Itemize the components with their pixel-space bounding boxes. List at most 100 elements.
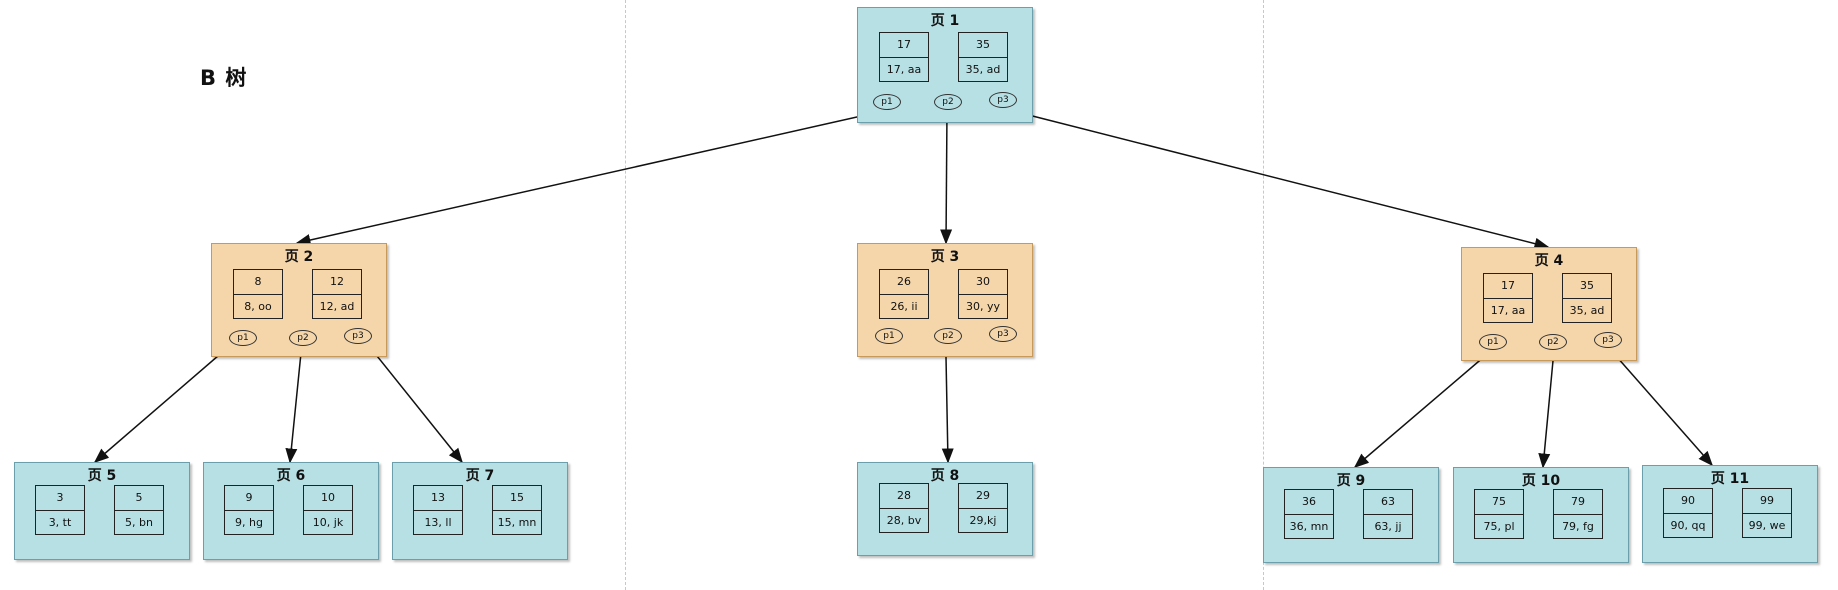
page-11: 页 11 90 90, qq 99 99, we	[1642, 465, 1818, 563]
page-3: 页 3 26 26, ii 30 30, yy p1 p2 p3	[857, 243, 1033, 357]
key-value: 17	[880, 33, 928, 58]
page-5: 页 5 3 3, tt 5 5, bn	[14, 462, 190, 560]
key-cell: 3 3, tt	[35, 485, 85, 535]
key-value: 9	[225, 486, 273, 511]
key-cell: 63 63, jj	[1363, 489, 1413, 539]
pointer-p1: p1	[873, 94, 901, 110]
key-cell: 5 5, bn	[114, 485, 164, 535]
key-value: 35	[959, 33, 1007, 58]
record-value: 29,kj	[969, 514, 997, 527]
key-value: 36	[1285, 490, 1333, 515]
key-cell: 8 8, oo	[233, 269, 283, 319]
key-value: 26	[880, 270, 928, 295]
pointer-p2: p2	[934, 94, 962, 110]
pointer-p1: p1	[875, 328, 903, 344]
key-cell: 15 15, mn	[492, 485, 542, 535]
edge-page4-to-page11	[1608, 347, 1713, 467]
pointer-p1: p1	[1479, 334, 1507, 350]
record-value: 36, mn	[1289, 520, 1329, 533]
edge-page1-to-page4	[1000, 107, 1550, 250]
pointer-p3: p3	[989, 326, 1017, 342]
pointer-p3: p3	[344, 328, 372, 344]
record-value: 30, yy	[965, 300, 1000, 313]
key-cell: 35 35, ad	[958, 32, 1008, 82]
pointer-p2: p2	[1539, 334, 1567, 350]
diagram-title: B 树	[200, 66, 248, 90]
key-value: 90	[1664, 489, 1712, 514]
record-value: 8, oo	[244, 300, 272, 313]
key-cell: 99 99, we	[1742, 488, 1792, 538]
key-cell: 13 13, ll	[413, 485, 463, 535]
key-value: 3	[36, 486, 84, 511]
section-divider-right	[1263, 0, 1264, 590]
page-6: 页 6 9 9, hg 10 10, jk	[203, 462, 379, 560]
pointer-p2: p2	[289, 330, 317, 346]
key-cell: 36 36, mn	[1284, 489, 1334, 539]
page-label: 页 9	[1336, 473, 1366, 489]
key-cell: 90 90, qq	[1663, 488, 1713, 538]
key-value: 17	[1484, 274, 1532, 299]
page-label: 页 6	[276, 468, 306, 484]
key-value: 13	[414, 486, 462, 511]
pointer-p3: p3	[1594, 332, 1622, 348]
record-value: 90, qq	[1670, 519, 1706, 532]
section-divider-left	[625, 0, 626, 590]
key-value: 35	[1563, 274, 1611, 299]
edge-page4-to-page10	[1538, 349, 1555, 469]
key-cell: 29 29,kj	[958, 483, 1008, 533]
key-value: 8	[234, 270, 282, 295]
record-value: 5, bn	[125, 516, 153, 529]
key-cell: 12 12, ad	[312, 269, 362, 319]
record-value: 26, ii	[890, 300, 918, 313]
record-value: 79, fg	[1562, 520, 1594, 533]
key-cell: 26 26, ii	[879, 269, 929, 319]
page-label: 页 4	[1534, 253, 1564, 269]
key-cell: 35 35, ad	[1562, 273, 1612, 323]
pointer-p1: p1	[229, 330, 257, 346]
page-label: 页 1	[930, 13, 960, 29]
record-value: 28, bv	[886, 514, 922, 527]
edge-page2-to-page5	[93, 342, 234, 463]
key-value: 99	[1743, 489, 1791, 514]
record-value: 99, we	[1748, 519, 1786, 532]
key-value: 12	[313, 270, 361, 295]
key-cell: 30 30, yy	[958, 269, 1008, 319]
record-value: 35, ad	[965, 63, 1001, 76]
key-cell: 17 17, aa	[879, 32, 929, 82]
page-label: 页 10	[1521, 473, 1561, 489]
edge-page4-to-page9	[1353, 349, 1493, 468]
key-value: 28	[880, 484, 928, 509]
key-cell: 75 75, pl	[1474, 489, 1524, 539]
record-value: 3, tt	[48, 516, 72, 529]
pointer-p2: p2	[934, 328, 962, 344]
page-1: 页 1 17 17, aa 35 35, ad p1 p2 p3	[857, 7, 1033, 123]
page-label: 页 2	[284, 249, 314, 265]
record-value: 10, jk	[312, 516, 344, 529]
key-cell: 9 9, hg	[224, 485, 274, 535]
key-cell: 10 10, jk	[303, 485, 353, 535]
edge-page1-to-page3	[940, 109, 953, 245]
page-7: 页 7 13 13, ll 15 15, mn	[392, 462, 568, 560]
pointer-p3: p3	[989, 92, 1017, 108]
key-value: 63	[1364, 490, 1412, 515]
page-4: 页 4 17 17, aa 35 35, ad p1 p2 p3	[1461, 247, 1637, 361]
page-label: 页 5	[87, 468, 117, 484]
page-label: 页 11	[1710, 471, 1750, 487]
record-value: 15, mn	[497, 516, 537, 529]
record-value: 17, aa	[1490, 304, 1526, 317]
edge-page2-to-page7	[364, 340, 463, 464]
key-value: 10	[304, 486, 352, 511]
record-value: 12, ad	[319, 300, 355, 313]
key-cell: 28 28, bv	[879, 483, 929, 533]
page-label: 页 7	[465, 468, 495, 484]
record-value: 35, ad	[1569, 304, 1605, 317]
edge-page2-to-page6	[285, 342, 303, 464]
key-value: 29	[959, 484, 1007, 509]
page-10: 页 10 75 75, pl 79 79, fg	[1453, 467, 1629, 563]
key-cell: 17 17, aa	[1483, 273, 1533, 323]
record-value: 13, ll	[424, 516, 452, 529]
key-value: 75	[1475, 490, 1523, 515]
key-value: 15	[493, 486, 541, 511]
